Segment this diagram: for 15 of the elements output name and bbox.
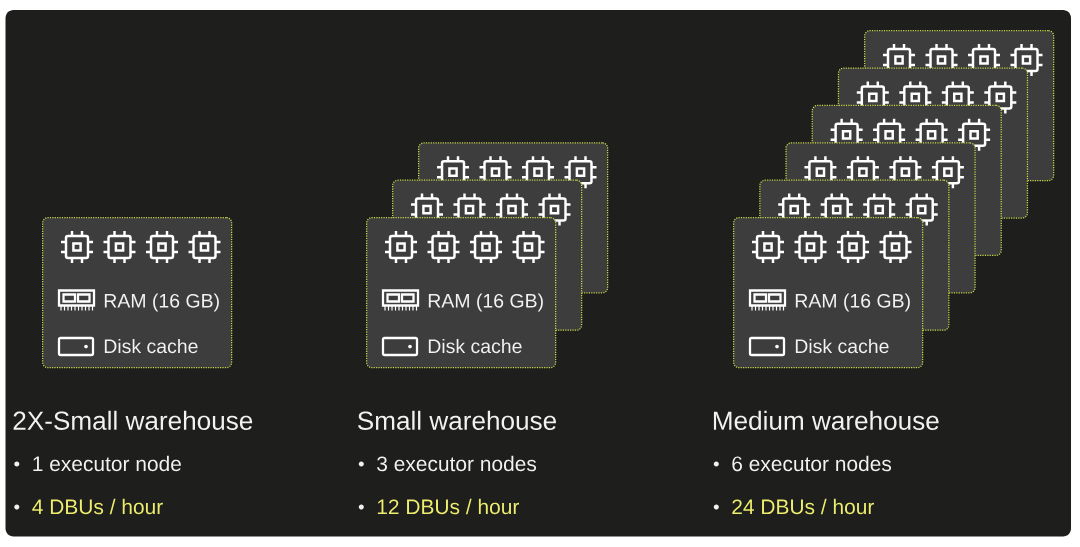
bullet-text: 6 executor nodes: [732, 455, 892, 472]
spec-text: RAM (16 GB): [795, 293, 910, 312]
spec-text: Disk cache: [104, 338, 198, 354]
heading: Medium warehouse: [713, 410, 939, 430]
heading: Small warehouse: [357, 410, 556, 430]
heading: 2X-Small warehouse: [13, 410, 253, 430]
spec-text: Disk cache: [795, 338, 889, 354]
spec-text: Disk cache: [428, 338, 522, 354]
bullet-text: 4 DBUs / hour: [32, 498, 163, 515]
bullet-text: 3 executor nodes: [377, 455, 537, 472]
bullet-text: 24 DBUs / hour: [732, 498, 874, 515]
spec-text: RAM (16 GB): [428, 293, 543, 312]
bullet-text: 12 DBUs / hour: [377, 498, 519, 515]
bullet-text: 1 executor node: [33, 455, 181, 472]
spec-text: RAM (16 GB): [104, 293, 219, 312]
